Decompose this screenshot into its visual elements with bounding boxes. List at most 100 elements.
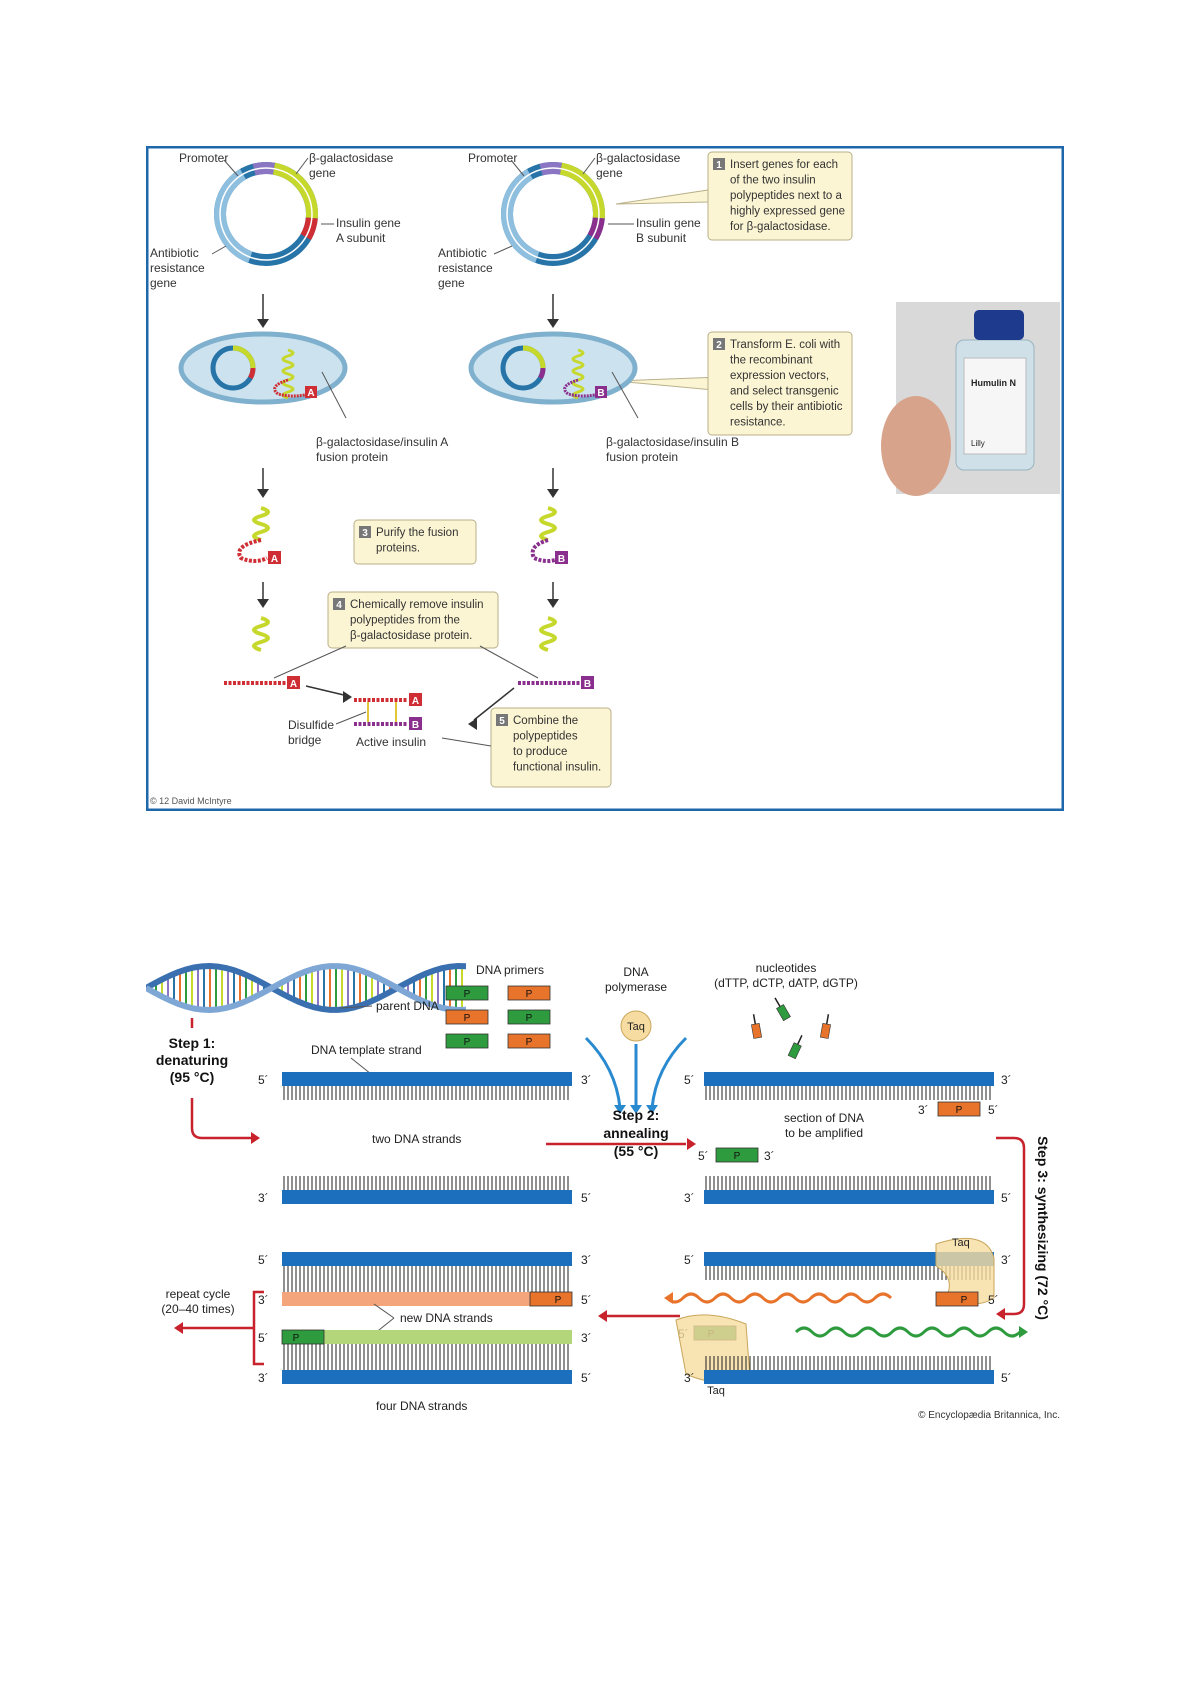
- nucleotide-body: [787, 1042, 802, 1060]
- primer-orange-label: P: [526, 989, 533, 1000]
- step-text: Chemically remove insulin: [350, 599, 484, 611]
- fusion-protein-b-bgal: [539, 506, 557, 542]
- fusion-b-tag-label: B: [558, 554, 565, 565]
- step-text: Purify the fusion: [376, 527, 458, 539]
- synth-strand-bottom: [704, 1370, 994, 1384]
- vial-cap: [974, 310, 1024, 340]
- synth-to-four-arrow-head: [598, 1310, 607, 1322]
- step-number-badge: [333, 598, 345, 610]
- step1-arrow-head: [251, 1132, 260, 1144]
- taq-polymerase-icon: [620, 1010, 652, 1042]
- step2-arrow-head: [687, 1138, 696, 1150]
- nucleotide-stem: [797, 1034, 803, 1045]
- nucleotide-body: [776, 1004, 791, 1022]
- primer-orange: [445, 1009, 489, 1025]
- insulin-gene-label-a: A subunit: [336, 231, 386, 245]
- ecoli-cell: [178, 331, 348, 405]
- plasmid-a: [214, 162, 318, 266]
- nucleotide-stem: [752, 1014, 757, 1025]
- step-text: polypeptides next to a: [730, 190, 842, 202]
- leader-line: [223, 159, 239, 177]
- disulfide-label: bridge: [288, 733, 322, 747]
- four-1-right-end: 3´: [581, 1253, 592, 1267]
- fusion-protein-b-insulin: [530, 538, 561, 563]
- hand-shape: [881, 396, 951, 496]
- nucleotide-stem: [825, 1014, 830, 1025]
- step3-arrow-head: [996, 1308, 1005, 1320]
- strand-bases: [705, 1176, 991, 1190]
- reagent-arrow: [650, 1036, 688, 1109]
- parent-dna-helix: [146, 963, 467, 1013]
- four-primer-label: P: [293, 1333, 300, 1344]
- template-strand-bottom: [282, 1190, 572, 1204]
- arrow-head: [614, 1105, 626, 1114]
- fusion-protein-bgal-coil: [281, 348, 295, 400]
- active-a-tag-label: A: [412, 696, 419, 707]
- subunit-tag: [305, 386, 317, 398]
- plasmid-strand-gap: [506, 167, 600, 261]
- leader-line: [273, 645, 347, 679]
- step-text: for β-galactosidase.: [730, 221, 831, 233]
- new-green-strand-wave: [794, 1326, 1022, 1338]
- bgal-protein-b: [539, 616, 557, 652]
- primer-orange-label: P: [464, 1013, 471, 1024]
- primer-orange-label: P: [526, 1037, 533, 1048]
- nucleotide-icon: [774, 997, 791, 1022]
- vial-maker-text: Lilly: [971, 439, 985, 448]
- fusion-protein-a-insulin: [237, 538, 268, 563]
- chain-a-tag: [287, 676, 300, 689]
- synth-bottom-right-end: 5´: [1001, 1371, 1012, 1385]
- primer-green-label: P: [464, 1037, 471, 1048]
- dna-polymerase-label: polymerase: [605, 980, 667, 994]
- primer-green: [445, 985, 489, 1001]
- strand-bases: [283, 1086, 569, 1100]
- active-b-tag: [409, 717, 422, 730]
- annealed-primer-label: P: [734, 1151, 741, 1162]
- fusion-protein-label-a: β-galactosidase/insulin A: [316, 435, 448, 449]
- fusion-protein-label-b: β-galactosidase/insulin B: [606, 435, 739, 449]
- step2-label: (55 °C): [614, 1143, 659, 1159]
- flow-arrow: [305, 685, 349, 697]
- taq-label-top: Taq: [952, 1237, 970, 1249]
- top-strand-left-end: 5´: [258, 1073, 269, 1087]
- primer-end: 5´: [988, 1103, 999, 1117]
- four-strand-2-new-orange: [282, 1292, 572, 1306]
- top-strand-right-end: 3´: [581, 1073, 592, 1087]
- strand-bases: [705, 1086, 991, 1100]
- fusion-b-tag: [555, 551, 568, 564]
- strand-bases: [283, 1176, 569, 1190]
- arrow-head: [547, 599, 559, 608]
- nucleotide-icon: [787, 1034, 803, 1060]
- step-text: polypeptides from the: [350, 615, 460, 627]
- repeat-cycle-label: (20–40 times): [161, 1302, 234, 1316]
- subunit-tag-label: B: [597, 388, 604, 399]
- primer-green: [445, 1033, 489, 1049]
- antibiotic-label-a: gene: [150, 276, 177, 290]
- step-number-badge: [713, 158, 725, 170]
- fusion-protein-bgal-coil: [571, 348, 585, 400]
- primer-end: 5´: [698, 1149, 709, 1163]
- insulin-gene-label-a: Insulin gene: [336, 216, 401, 230]
- strand-bases: [283, 1278, 569, 1292]
- step-number: 2: [716, 340, 722, 351]
- step-text: cells by their antibiotic: [730, 401, 843, 413]
- four-strand-3-new-green: [282, 1330, 572, 1344]
- arrow-head: [468, 718, 477, 730]
- strand-bases: [283, 1344, 569, 1358]
- annealed-bottom-left-end: 3´: [684, 1191, 695, 1205]
- fusion-protein-insulin-chain: [273, 378, 309, 398]
- step-number-badge: [713, 338, 725, 350]
- active-a-tag: [409, 693, 422, 706]
- bgal-gene-label-b: β-galactosidase: [596, 151, 681, 165]
- antibiotic-label-b: gene: [438, 276, 465, 290]
- primer-orange: [507, 1033, 551, 1049]
- callout-pointer: [615, 376, 709, 391]
- bottom-strand-right-end: 5´: [581, 1191, 592, 1205]
- four-2-left-end: 3´: [258, 1293, 269, 1307]
- step-text: Transform E. coli with: [730, 339, 840, 351]
